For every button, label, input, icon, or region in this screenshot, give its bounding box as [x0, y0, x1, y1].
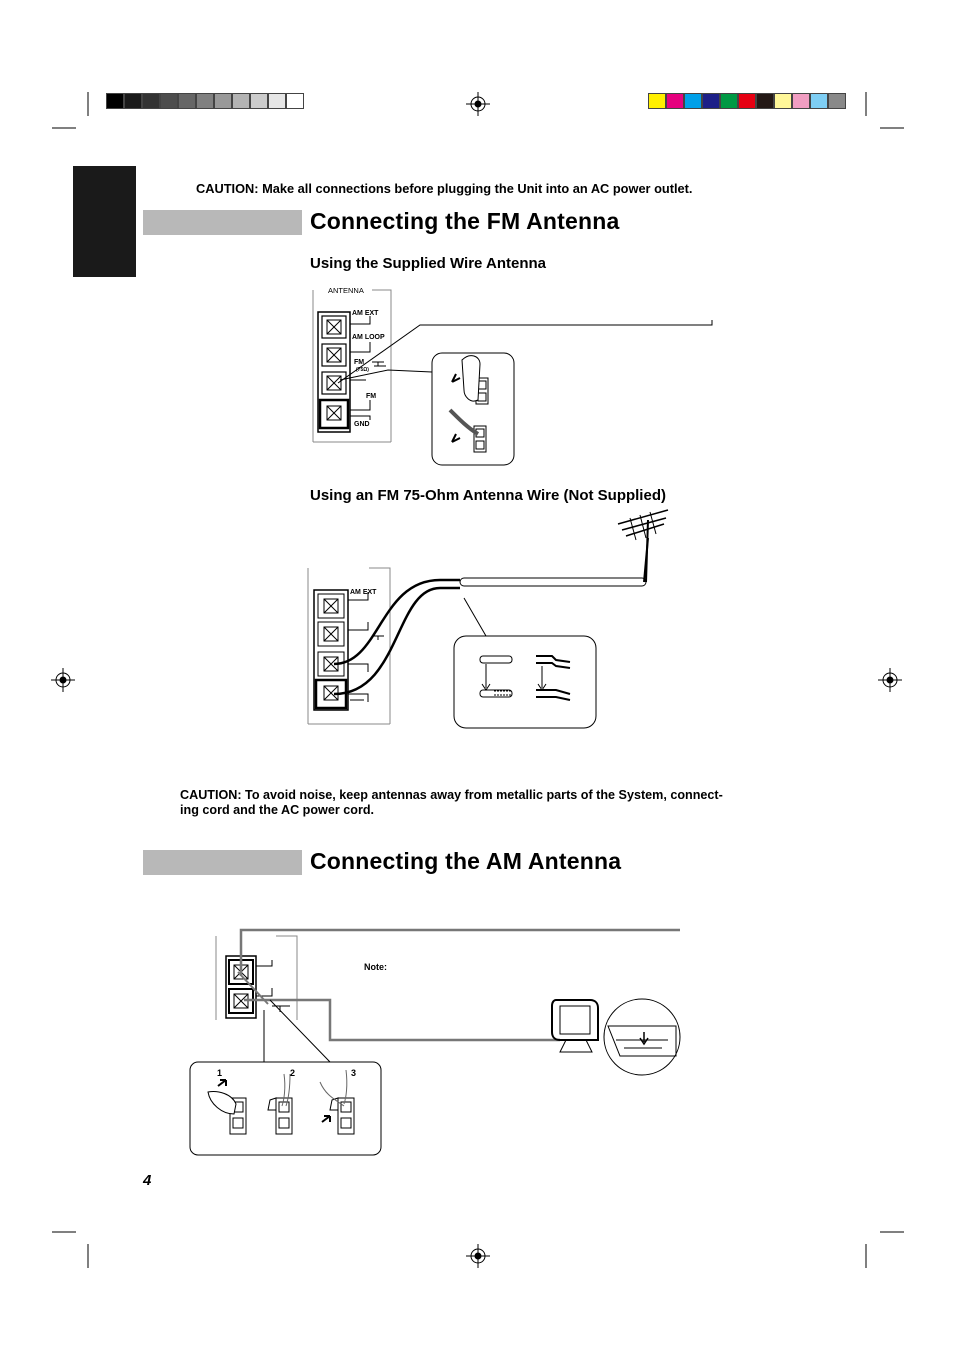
language-side-tab: [73, 166, 136, 277]
panel1-ohm-label: (75Ω): [356, 367, 369, 373]
page-number: 4: [143, 1172, 152, 1189]
fm-section-bar: [143, 210, 302, 235]
gray-swatch: [268, 93, 286, 109]
panel1-fm2-label: FM: [366, 393, 377, 400]
fm-wire-antenna-diagram: [312, 289, 713, 466]
fm-75ohm-antenna-diagram: [307, 509, 669, 729]
registration-target-icon: [51, 668, 75, 692]
color-swatch: [720, 93, 738, 109]
gray-swatch: [232, 93, 250, 109]
gray-swatch: [178, 93, 196, 109]
gray-swatch: [160, 93, 178, 109]
gray-swatch: [250, 93, 268, 109]
step-1-label: 1: [217, 1068, 223, 1078]
color-swatch: [792, 93, 810, 109]
am-note-label: Note:: [364, 962, 387, 972]
color-swatch: [666, 93, 684, 109]
color-swatch: [684, 93, 702, 109]
fm-subtitle-supplied-wire: Using the Supplied Wire Antenna: [310, 255, 546, 272]
panel1-fm-label: FM: [354, 359, 365, 366]
panel1-am-loop-label: AM LOOP: [352, 334, 385, 341]
color-swatch: [828, 93, 846, 109]
step-2-label: 2: [290, 1068, 296, 1078]
panel1-antenna-header: ANTENNA: [328, 286, 364, 295]
color-swatch: [702, 93, 720, 109]
color-swatch: [738, 93, 756, 109]
fm-section-title: Connecting the FM Antenna: [310, 208, 620, 234]
gray-swatch: [142, 93, 160, 109]
am-section-bar: [143, 850, 302, 875]
color-swatch: [648, 93, 666, 109]
panel2-am-ext-label: AM EXT: [350, 589, 377, 596]
panel1-am-ext-label: AM EXT: [352, 310, 379, 317]
color-swatch: [810, 93, 828, 109]
caution-top: CAUTION: Make all connections before plu…: [196, 181, 693, 196]
caution-mid-line2: ing cord and the AC power cord.: [180, 803, 375, 817]
panel1-gnd-label: GND: [354, 421, 370, 428]
caution-mid-line1: CAUTION: To avoid noise, keep antennas a…: [180, 788, 723, 802]
registration-target-icon: [878, 668, 902, 692]
gray-swatch: [214, 93, 232, 109]
gray-swatch: [196, 93, 214, 109]
step-3-label: 3: [351, 1068, 357, 1078]
am-loop-antenna-diagram: [189, 928, 681, 1156]
color-swatch: [774, 93, 792, 109]
registration-target-icon: [466, 92, 490, 116]
gray-swatch: [124, 93, 142, 109]
gray-swatch: [106, 93, 124, 109]
fm-subtitle-75ohm: Using an FM 75-Ohm Antenna Wire (Not Sup…: [310, 487, 666, 504]
color-swatch: [756, 93, 774, 109]
gray-swatch: [286, 93, 304, 109]
am-section-title: Connecting the AM Antenna: [310, 848, 622, 874]
registration-target-icon: [466, 1244, 490, 1268]
